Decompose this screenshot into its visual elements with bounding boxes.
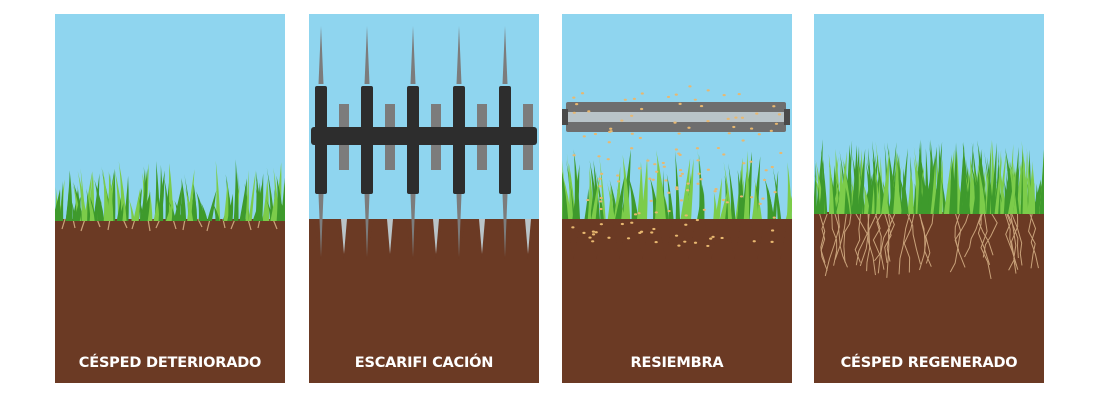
panel-deteriorated-lawn: CÉSPED DETERIORADO bbox=[55, 14, 285, 383]
panel-caption: RESIEMBRA bbox=[630, 355, 724, 371]
new-grass bbox=[562, 149, 792, 219]
regenerated-lawn-illustration bbox=[814, 14, 1044, 383]
deteriorated-lawn-illustration bbox=[55, 14, 285, 383]
soil-cut bbox=[562, 219, 792, 383]
panel-scarification: ESCARIFI CACIÓN bbox=[309, 14, 539, 383]
seed-roller bbox=[562, 102, 790, 132]
sparse-grass bbox=[55, 159, 285, 221]
dense-roots bbox=[819, 213, 1039, 280]
panel-caption: CÉSPED DETERIORADO bbox=[78, 355, 262, 371]
soil bbox=[55, 219, 285, 383]
panel-reseeding: RESIEMBRA bbox=[562, 14, 792, 383]
seeds bbox=[571, 85, 783, 248]
panel-caption: CÉSPED REGENERADO bbox=[840, 355, 1018, 371]
panel-caption: ESCARIFI CACIÓN bbox=[354, 355, 494, 371]
sparse-roots bbox=[61, 218, 278, 232]
dense-grass bbox=[814, 139, 1044, 214]
scarifier-axle bbox=[311, 127, 537, 145]
soil-cut bbox=[309, 219, 539, 383]
scarification-illustration bbox=[309, 14, 539, 383]
reseeding-illustration bbox=[562, 14, 792, 383]
panel-regenerated-lawn: CÉSPED REGENERADO bbox=[814, 14, 1044, 383]
soil bbox=[814, 212, 1044, 383]
